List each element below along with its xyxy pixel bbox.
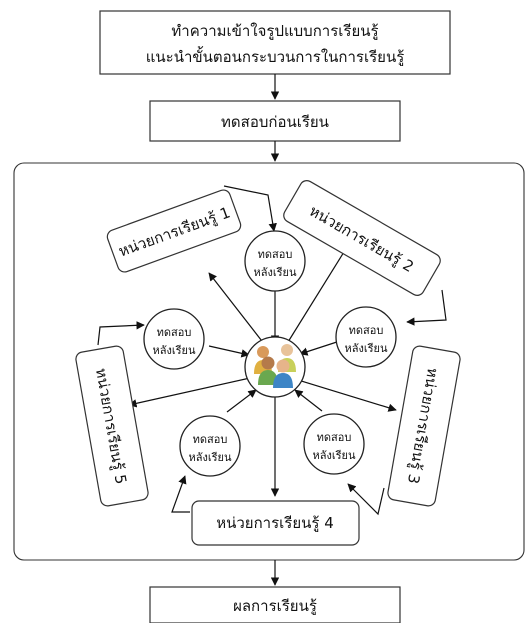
arrow-posttest-5-to-center: [208, 345, 250, 358]
path-unit-2-to-posttest: [406, 289, 447, 326]
result-label: ผลการเรียนรู้: [233, 597, 317, 615]
posttest-5-line-2: หลังเรียน: [153, 344, 196, 357]
intro-line-1: ทำความเข้าใจรูปแบบการเรียนรู้: [171, 22, 378, 40]
posttest-3-line-2: หลังเรียน: [313, 449, 356, 462]
pretest-box: ทดสอบก่อนเรียน: [149, 100, 401, 142]
group-of-learners-icon: [254, 344, 296, 388]
posttest-2-line-2: หลังเรียน: [345, 342, 388, 355]
intro-box: ทำความเข้าใจรูปแบบการเรียนรู้ แนะนำขั้นต…: [99, 10, 451, 75]
unit-5: หน่วยการเรียนรู้ 5: [75, 345, 149, 507]
arrow-center-to-unit-1: [208, 272, 266, 346]
arrow-posttest-4-to-center: [226, 389, 257, 413]
posttest-circle-3: ทดสอบ หลังเรียน: [303, 413, 365, 475]
path-unit-1-to-posttest: [223, 185, 277, 232]
center-learners: [244, 336, 306, 398]
pretest-label: ทดสอบก่อนเรียน: [221, 113, 329, 131]
units-container: [13, 162, 525, 561]
intro-line-2: แนะนำขั้นตอนกระบวนการในการเรียนรู้: [146, 46, 405, 66]
unit-2: หน่วยการเรียนรู้ 2: [283, 180, 441, 296]
posttest-circle-1: ทดสอบ หลังเรียน: [244, 230, 306, 292]
posttest-circle-2: ทดสอบ หลังเรียน: [335, 306, 397, 368]
posttest-circle-5: ทดสอบ หลังเรียน: [143, 308, 205, 370]
posttest-1-line-2: หลังเรียน: [254, 266, 297, 279]
unit-4: หน่วยการเรียนรู้ 4: [191, 500, 360, 546]
path-unit-5-to-posttest: [97, 321, 145, 346]
posttest-3-line-1: ทดสอบ: [317, 431, 352, 444]
unit-4-label: หน่วยการเรียนรู้ 4: [216, 514, 334, 532]
arrow-center-to-unit-3: [297, 379, 397, 412]
result-box: ผลการเรียนรู้: [149, 586, 401, 623]
feedback-paths: [97, 185, 447, 516]
path-unit-3-to-posttest: [347, 483, 385, 516]
arrow-posttest-3-to-center: [294, 389, 323, 412]
posttest-1-line-1: ทดสอบ: [258, 248, 293, 261]
posttest-4-line-2: หลังเรียน: [189, 451, 232, 464]
arrow-center-to-unit-5: [128, 377, 251, 408]
posttest-4-line-1: ทดสอบ: [193, 433, 228, 446]
posttest-2-line-1: ทดสอบ: [349, 324, 384, 337]
path-unit-4-to-posttest: [171, 475, 190, 513]
posttest-5-line-1: ทดสอบ: [157, 326, 192, 339]
posttest-circle-4: ทดสอบ หลังเรียน: [179, 415, 241, 477]
unit-1: หน่วยการเรียนรู้ 1: [106, 189, 242, 273]
unit-3: หน่วยการเรียนรู้ 3: [387, 345, 461, 507]
